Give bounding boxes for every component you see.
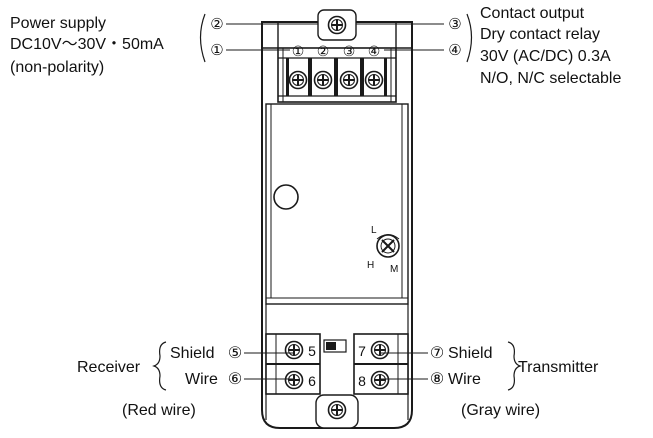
transmitter-leaders	[380, 341, 522, 391]
contact-output-rating: 30V (AC/DC) 0.3A	[480, 48, 611, 65]
sensitivity-dial[interactable]	[376, 234, 400, 258]
receiver-wire-label: Wire	[185, 371, 218, 388]
transmitter-shield-number: ⑦	[430, 345, 444, 362]
receiver-shield-label: Shield	[170, 345, 214, 362]
bottom-mounting-screw	[315, 394, 359, 429]
receiver-leaders	[152, 341, 294, 391]
power-supply-rating: DC10V〜30V・50mA	[10, 36, 164, 53]
contact-terminal-top-number: ③	[448, 16, 461, 33]
transmitter-block-wire-number: 8	[358, 373, 366, 389]
power-terminal-top-number: ②	[210, 16, 223, 33]
dial-label-medium: M	[390, 264, 398, 275]
receiver-block-shield-number: 5	[308, 343, 316, 359]
top-terminal-label-2: ②	[317, 43, 330, 59]
indicator-hole	[273, 184, 299, 210]
receiver-wire-number: ⑥	[228, 371, 242, 388]
dial-label-low: L	[371, 225, 377, 236]
power-terminal-bottom-number: ①	[210, 42, 223, 59]
top-terminal-block	[277, 47, 397, 103]
power-supply-title: Power supply	[10, 15, 106, 32]
receiver-terminal-block	[265, 333, 321, 395]
transmitter-terminal-block	[353, 333, 409, 395]
contact-output-mode: N/O, N/C selectable	[480, 70, 621, 87]
power-supply-polarity: (non-polarity)	[10, 59, 104, 76]
top-terminal-label-3: ③	[343, 43, 356, 59]
receiver-wire-screw	[284, 370, 304, 390]
transmitter-wire-label: Wire	[448, 371, 481, 388]
transmitter-block-shield-number: 7	[358, 343, 366, 359]
receiver-shield-screw	[284, 340, 304, 360]
top-mounting-screw	[317, 9, 357, 41]
transmitter-title: Transmitter	[518, 359, 599, 376]
power-supply-leaders	[199, 13, 318, 63]
top-terminal-label-4: ④	[368, 43, 381, 59]
transmitter-wire-number: ⑧	[430, 371, 444, 388]
contact-terminal-bottom-number: ④	[448, 42, 461, 59]
receiver-shield-number: ⑤	[228, 345, 242, 362]
terminal-screw-1	[288, 70, 308, 90]
transmitter-shield-label: Shield	[448, 345, 492, 362]
terminal-screw-4	[364, 70, 384, 90]
cover-panel	[265, 103, 409, 305]
receiver-title: Receiver	[77, 359, 141, 376]
transmitter-shield-screw	[370, 340, 390, 360]
receiver-block-wire-number: 6	[308, 373, 316, 389]
terminal-screw-2	[313, 70, 333, 90]
contact-output-title: Contact output	[480, 5, 585, 22]
dial-label-high: H	[367, 260, 374, 271]
terminal-screw-3	[339, 70, 359, 90]
contact-output-leaders	[356, 13, 473, 63]
transmitter-wire-screw	[370, 370, 390, 390]
transmitter-wire-color: (Gray wire)	[461, 402, 540, 419]
contact-output-type: Dry contact relay	[480, 26, 600, 43]
top-terminal-label-1: ①	[292, 43, 305, 59]
receiver-wire-color: (Red wire)	[122, 402, 196, 419]
